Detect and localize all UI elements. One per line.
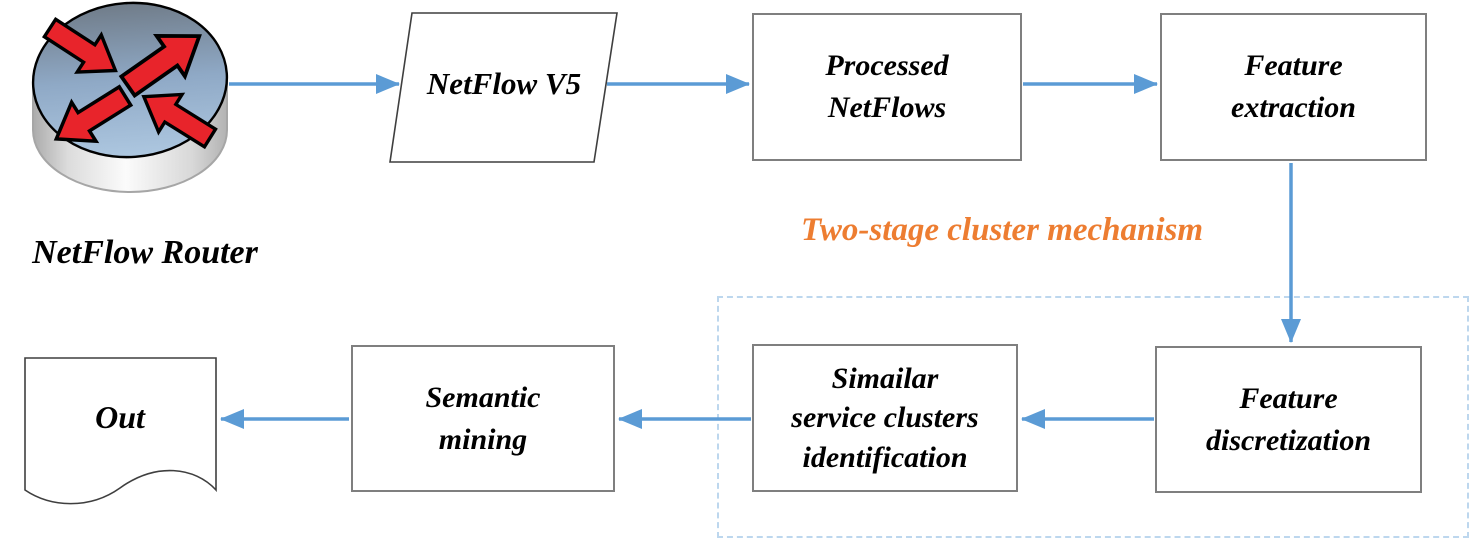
node-similar-service-clusters: Simailar service clusters identification xyxy=(752,344,1018,492)
out-document-icon xyxy=(24,357,217,505)
node-feature-discretization: Feature discretization xyxy=(1155,346,1422,493)
node-out: Out xyxy=(95,398,145,435)
node-semantic-mining: Semantic mining xyxy=(351,345,615,492)
router-icon xyxy=(31,1,229,193)
cluster-mechanism-title: Two-stage cluster mechanism xyxy=(800,212,1204,248)
router-arrows-icon xyxy=(41,16,218,150)
router-caption: NetFlow Router xyxy=(32,234,258,271)
node-netflow-v5: NetFlow V5 xyxy=(426,66,582,101)
node-processed-netflows: Processed NetFlows xyxy=(752,13,1022,161)
node-feature-extraction: Feature extraction xyxy=(1160,13,1427,161)
netflow-v5-parallelogram xyxy=(389,12,618,163)
